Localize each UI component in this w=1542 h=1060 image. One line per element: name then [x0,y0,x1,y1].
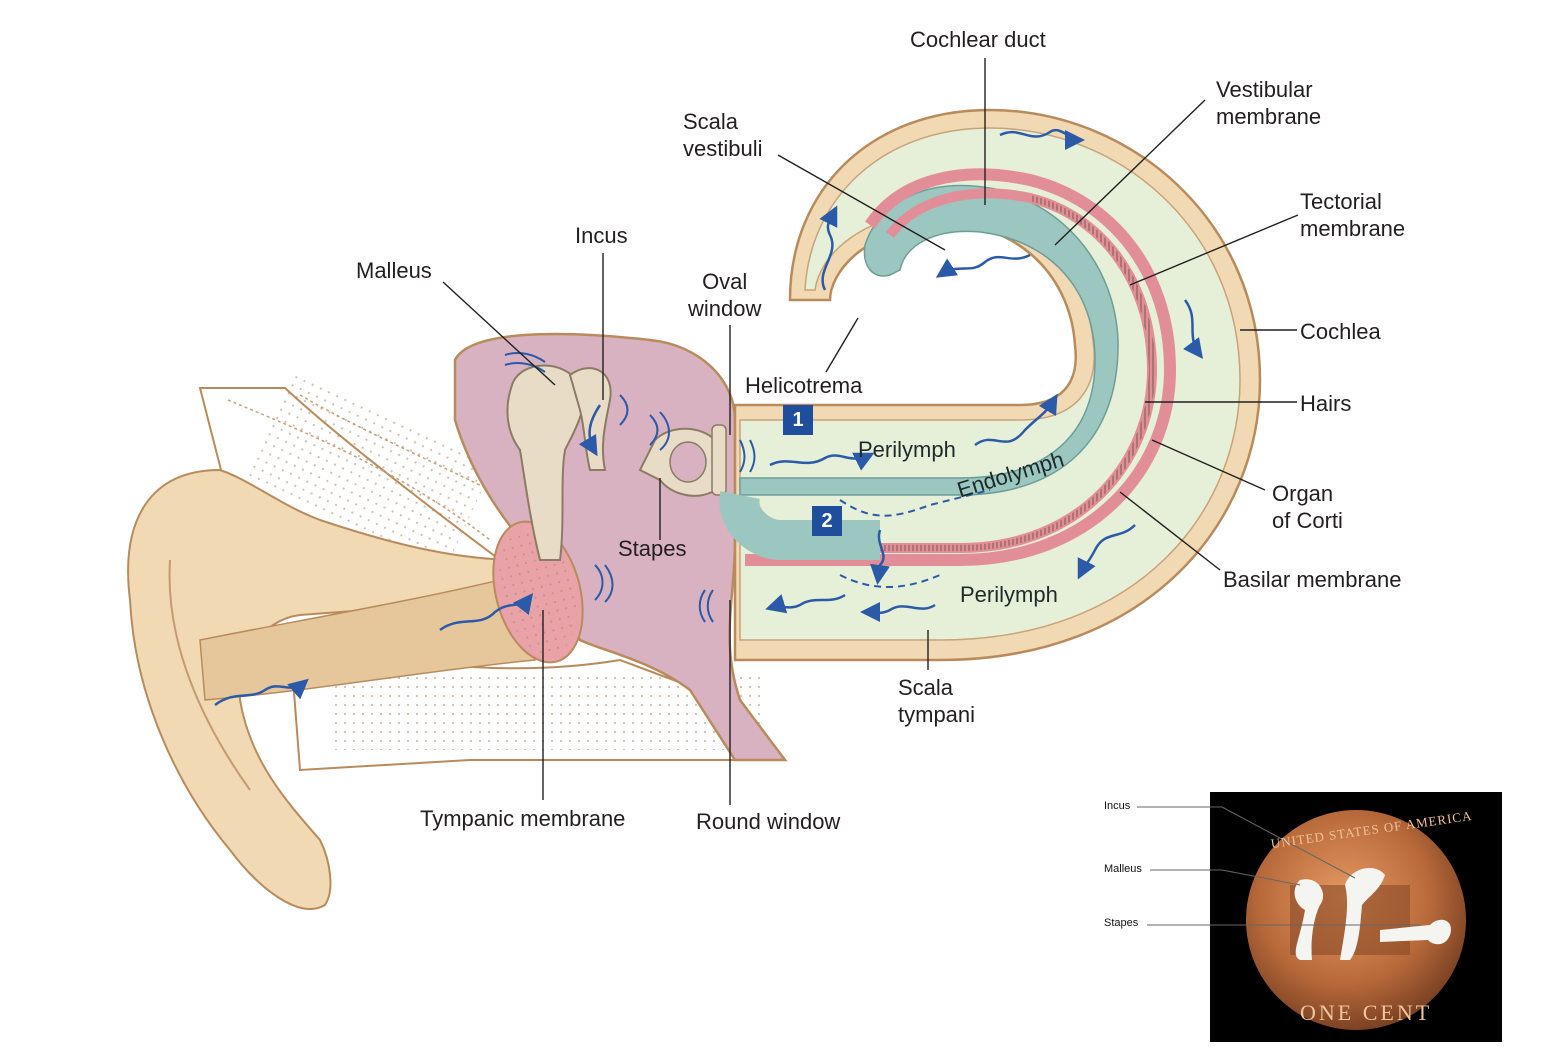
label-basilar-membrane: Basilar membrane [1223,567,1402,592]
step-badge-1: 1 [783,405,813,435]
temporal-bone [198,369,783,772]
inset-label-incus: Incus [1104,800,1131,812]
region-perilymph-upper: Perilymph [858,437,956,462]
label-stapes: Stapes [618,536,687,561]
sound-wave-arrows [214,129,1203,707]
label-hairs: Hairs [1300,391,1352,416]
label-round-window: Round window [696,809,841,834]
label-incus: Incus [575,223,628,248]
label-tympanic-membrane: Tympanic membrane [420,806,626,831]
label-scala-tympani: Scala tympani [898,675,976,727]
inset-label-malleus: Malleus [1104,863,1142,875]
vibration-marks [504,352,756,623]
label-vestibular-membrane: Vestibular membrane [1216,77,1322,129]
coin-inscription-bottom: ONE CENT [1300,1000,1433,1025]
label-scala-vestibuli: Scala vestibuli [683,109,763,161]
cochlea-shape [719,108,1262,662]
label-malleus: Malleus [356,258,432,283]
ossicles [506,364,727,561]
penny-inset [1137,792,1502,1042]
step-badge-2: 2 [812,506,842,536]
label-tectorial-membrane: Tectorial membrane [1300,189,1406,241]
label-cochlea: Cochlea [1300,319,1381,344]
leader-lines [442,58,1299,805]
label-helicotrema: Helicotrema [745,373,863,398]
label-oval-window: Oval window [688,269,762,321]
inset-label-stapes: Stapes [1104,917,1139,929]
region-perilymph-lower: Perilymph [960,582,1058,607]
label-organ-of-corti: Organ of Corti [1272,481,1343,533]
auricle [127,468,522,910]
label-cochlear-duct: Cochlear duct [910,27,1046,52]
